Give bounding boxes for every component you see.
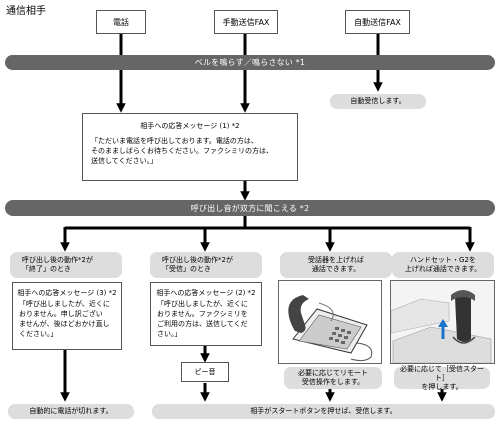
col4-note: 必要に応じて［受信スタート］ を押します。 [394,365,490,391]
ring-both-bar: 呼び出し音が双方に聞こえる *2 [5,200,495,216]
beep-box: ピー音 [181,362,229,382]
source-auto-fax: 自動送信FAX [345,10,410,34]
response-message-3-title: 相手への応答メッセージ (3) *2 [17,289,117,297]
handset-illustration [390,280,495,364]
handset-icon [390,281,494,364]
source-manual-fax: 手動送信FAX [214,10,278,34]
response-message-1-title: 相手への応答メッセージ (1) *2 [140,122,240,130]
col3-heading: 受話器を上げれば 通話できます。 [280,252,392,278]
col3-note: 必要に応じてリモート 受信操作をします。 [284,367,382,389]
response-message-2: 相手への応答メッセージ (2) *2 「呼び出しましたが、近くに おりません。フ… [150,282,262,346]
bottom-receive-label: 相手がスタートボタンを押せば、受信します。 [152,404,495,419]
telephone-illustration [278,280,382,364]
col1-heading: 呼び出し後の動作*2が 「終了」のとき [10,252,122,278]
response-message-2-body: 「呼び出しましたが、近くに おりません。ファクシミリを ご利用の方は、送信してく… [157,300,248,338]
auto-receive-label: 自動受信します。 [330,94,426,109]
response-message-3-body: 「呼び出しましたが、近くに おりません。申し訳ござい ませんが、後ほどおかけ直し… [19,300,110,338]
col2-heading: 呼び出し後の動作*2が 「受信」のとき [150,252,262,278]
response-message-1-body: 「ただいま電話を呼び出しております。電話の方は、 そのまましばらくお待ちください… [91,137,273,165]
col4-heading: ハンドセット・G2を 上げれば通話できます。 [392,252,494,278]
response-message-2-title: 相手への応答メッセージ (2) *2 [156,289,256,297]
response-message-1: 相手への応答メッセージ (1) *2 「ただいま電話を呼び出しております。電話の… [82,113,298,181]
response-message-3: 相手への応答メッセージ (3) *2 「呼び出しましたが、近くに おりません。申… [12,282,122,350]
page-title: 通信相手 [6,6,46,17]
auto-hangup-label: 自動的に電話が切れます。 [8,404,134,419]
ring-setting-bar: ベルを鳴らす／鳴らさない *1 [5,55,495,70]
source-phone: 電話 [96,10,146,34]
telephone-icon [288,295,373,362]
